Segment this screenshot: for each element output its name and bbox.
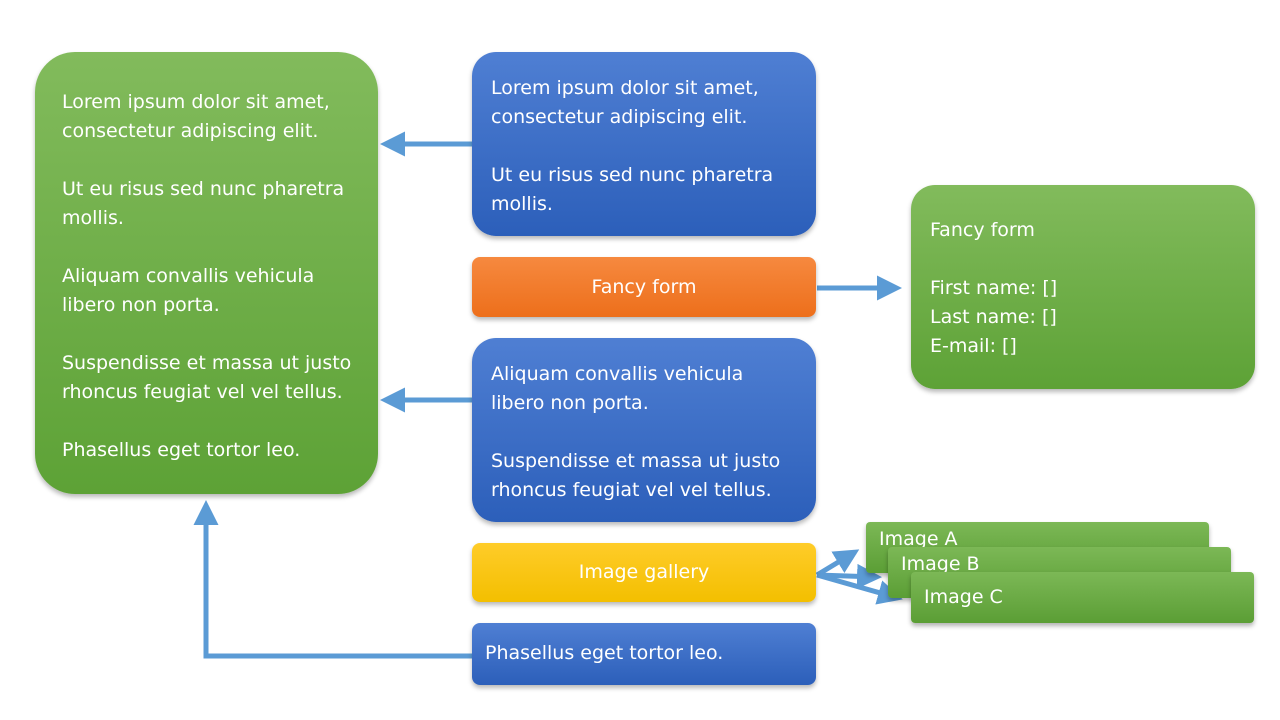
form-field-email[interactable]: E-mail: [] xyxy=(930,335,1017,357)
image-gallery-button[interactable]: Image gallery xyxy=(472,543,816,602)
fancy-form-button-label: Fancy form xyxy=(591,275,697,298)
main-paragraph: Lorem ipsum dolor sit amet, consectetur … xyxy=(62,91,330,142)
content-block-1[interactable]: Lorem ipsum dolor sit amet, consectetur … xyxy=(472,52,816,236)
block-paragraph: Lorem ipsum dolor sit amet, consectetur … xyxy=(491,77,759,128)
content-block-3[interactable]: Phasellus eget tortor leo. xyxy=(472,623,816,685)
gallery-image-label: Image A xyxy=(879,528,958,550)
main-content-panel: Lorem ipsum dolor sit amet, consectetur … xyxy=(35,52,378,494)
block-paragraph: Aliquam convallis vehicula libero non po… xyxy=(491,363,744,414)
gallery-image-label: Image B xyxy=(901,553,980,575)
gallery-image-label: Image C xyxy=(924,586,1003,608)
arrow-gallery-to-image-a xyxy=(815,549,860,578)
fancy-form-button[interactable]: Fancy form xyxy=(472,257,816,317)
gallery-image-c[interactable]: Image C xyxy=(911,572,1254,623)
main-paragraph: Aliquam convallis vehicula libero non po… xyxy=(62,265,315,316)
form-field-first-name[interactable]: First name: [] xyxy=(930,277,1058,299)
main-paragraph: Ut eu risus sed nunc pharetra mollis. xyxy=(62,178,345,229)
arrow-block3-to-main xyxy=(193,500,472,659)
block-3-text: Phasellus eget tortor leo. xyxy=(485,642,724,664)
form-title: Fancy form xyxy=(930,219,1035,241)
block-paragraph: Suspendisse et massa ut justo rhoncus fe… xyxy=(491,450,781,501)
image-gallery-button-label: Image gallery xyxy=(578,561,710,583)
main-paragraph: Phasellus eget tortor leo. xyxy=(62,439,301,461)
arrow-gallery-to-image-c xyxy=(816,572,903,605)
content-block-2[interactable]: Aliquam convallis vehicula libero non po… xyxy=(472,338,816,522)
block-paragraph: Ut eu risus sed nunc pharetra mollis. xyxy=(491,164,774,215)
form-field-last-name[interactable]: Last name: [] xyxy=(930,306,1057,328)
fancy-form-panel: Fancy form First name: [] Last name: [] … xyxy=(911,185,1255,389)
main-paragraph: Suspendisse et massa ut justo rhoncus fe… xyxy=(62,352,352,403)
